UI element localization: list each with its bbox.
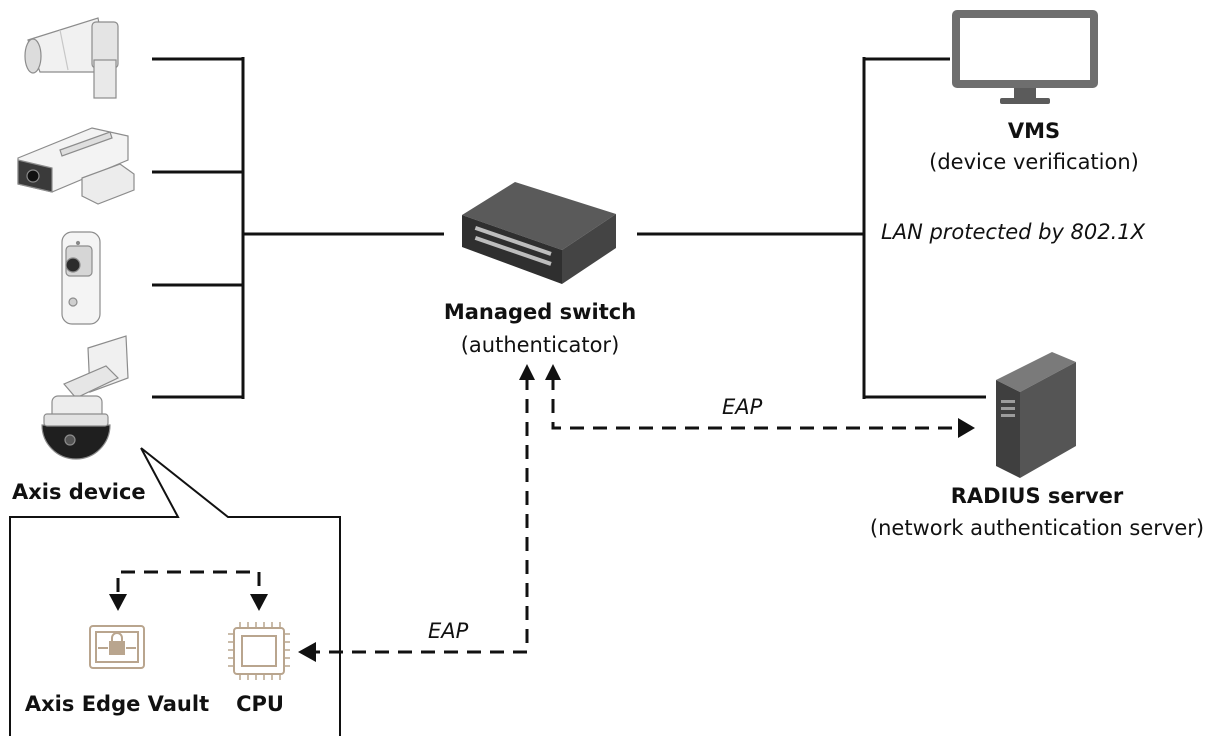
eap-paths xyxy=(116,376,958,654)
eap-arrowheads xyxy=(109,364,975,662)
axis-device-label: Axis device xyxy=(12,480,146,504)
vms-subtitle: (device verification) xyxy=(929,150,1139,174)
vms-title: VMS xyxy=(1007,119,1061,143)
arrow-down-vault xyxy=(109,594,127,611)
arrow-left-cpu xyxy=(298,642,316,662)
arrow-right-radius xyxy=(958,418,975,438)
vault-lock-icon xyxy=(89,625,145,669)
lan-label: LAN protected by 802.1X xyxy=(881,220,1146,244)
switch-subtitle: (authenticator) xyxy=(460,333,620,357)
cpu-label: CPU xyxy=(236,692,284,716)
lan-lines xyxy=(637,57,986,399)
server-tower-icon xyxy=(996,352,1076,478)
ptz-camera-icon xyxy=(41,335,129,460)
door-station-icon xyxy=(61,231,101,325)
arrow-down-cpu xyxy=(250,594,268,611)
arrow-up-right xyxy=(545,364,561,380)
switch-title: Managed switch xyxy=(443,300,637,324)
cpu-chip-icon xyxy=(228,622,290,680)
axis-device-callout xyxy=(9,447,341,736)
eap-label-top: EAP xyxy=(722,395,763,419)
monitor-icon xyxy=(952,10,1098,104)
radius-title: RADIUS server xyxy=(950,484,1124,508)
bullet-camera-icon xyxy=(17,127,135,205)
eap-label-bottom: EAP xyxy=(428,619,469,643)
device-bus-lines xyxy=(152,57,444,399)
arrow-up-left xyxy=(519,364,535,380)
horn-speaker-icon xyxy=(24,17,119,99)
radius-subtitle: (network authentication server) xyxy=(869,516,1205,540)
edge-vault-label: Axis Edge Vault xyxy=(24,692,210,716)
network-switch-icon xyxy=(462,182,616,284)
